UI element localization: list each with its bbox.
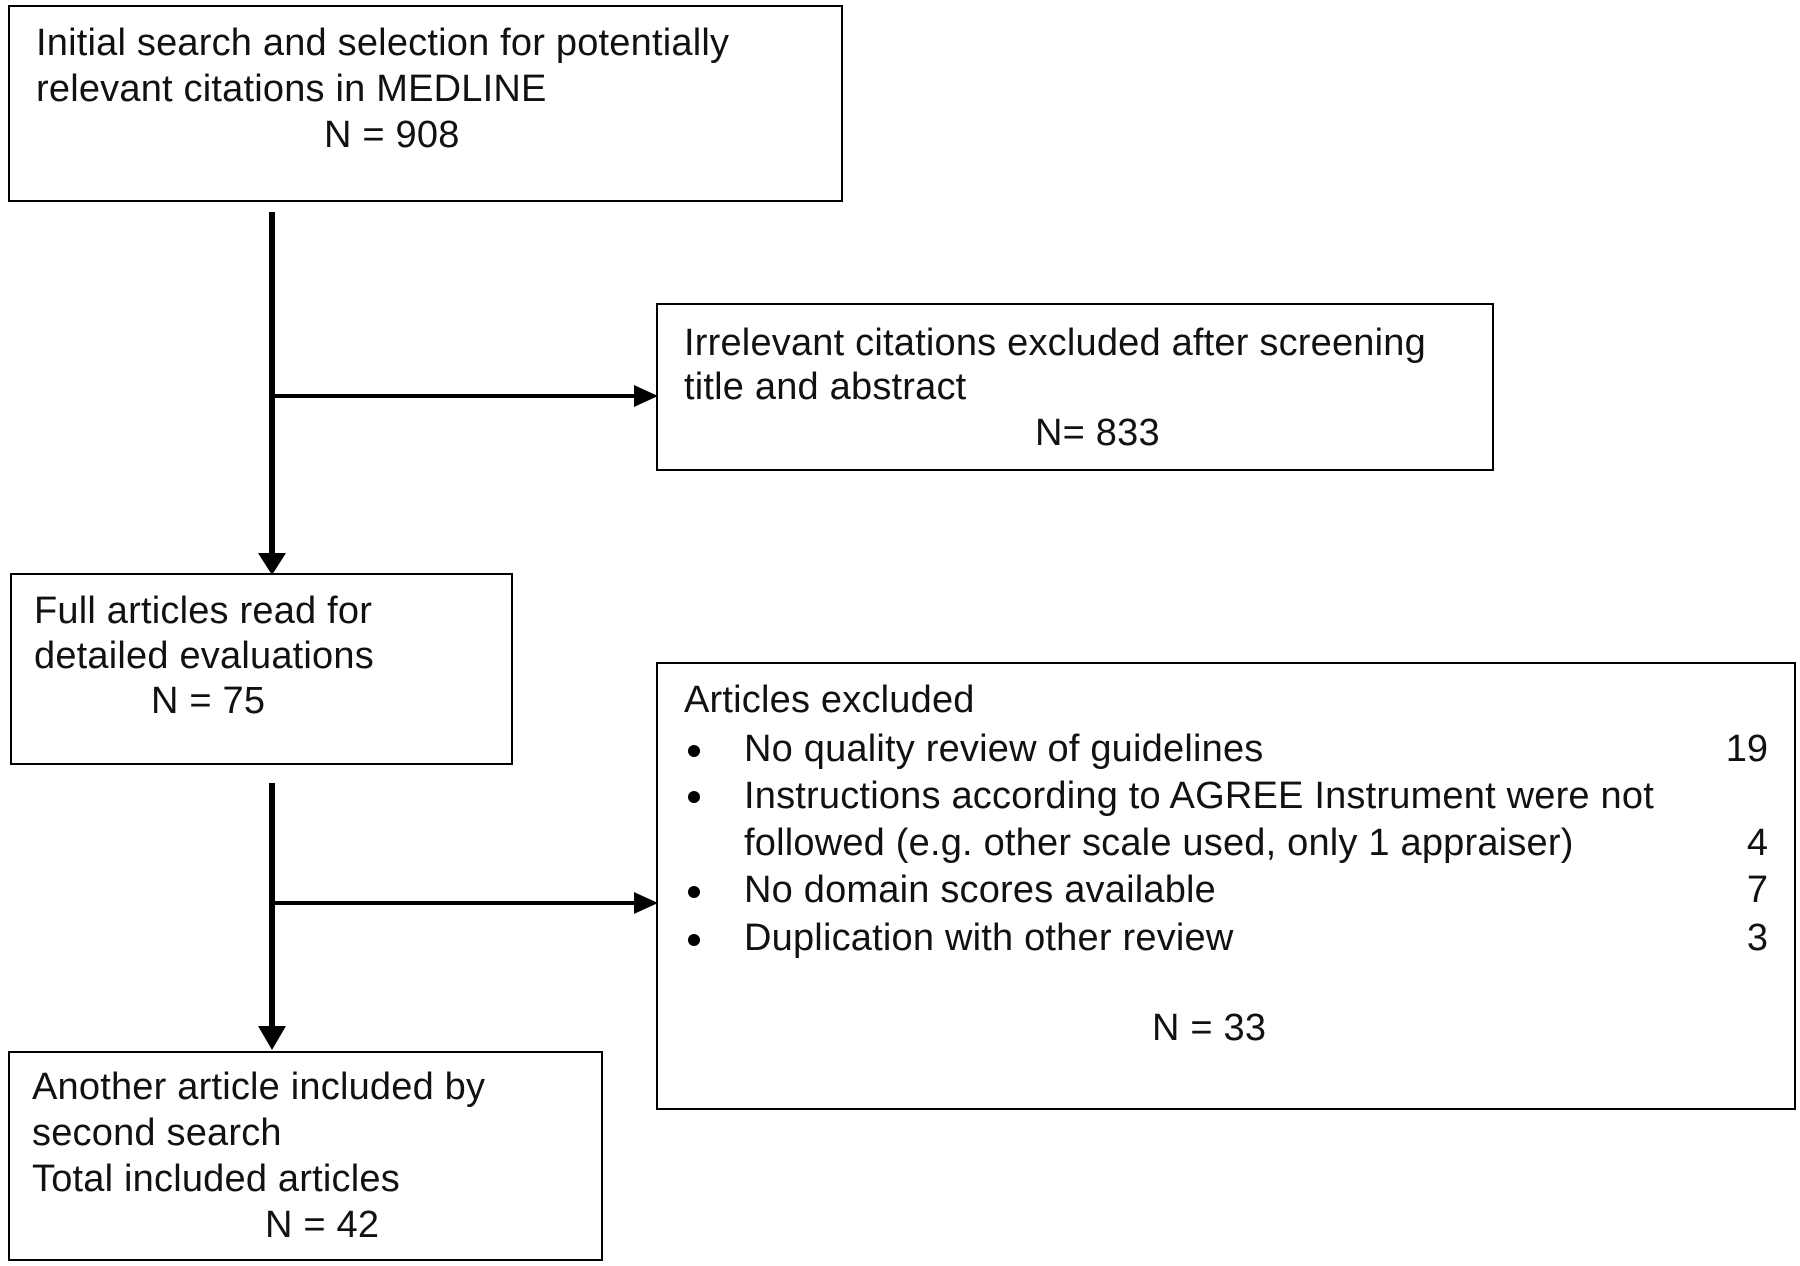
full-articles-count: N = 75 (151, 680, 266, 722)
articles-excluded-box: Articles excluded No quality review of g… (656, 662, 1796, 1110)
total-count: N = 42 (265, 1204, 380, 1246)
irrelevant-excluded-box: Irrelevant citations excluded after scre… (656, 303, 1494, 471)
excluded-reason-1: No quality review of guidelines (744, 728, 1264, 770)
articles-excluded-count: N = 33 (1152, 1007, 1267, 1049)
bullet-icon (688, 745, 700, 757)
bullet-icon (688, 934, 700, 946)
bullet-icon (688, 791, 700, 803)
full-articles-line-2: detailed evaluations (34, 635, 374, 677)
articles-excluded-title: Articles excluded (684, 679, 975, 721)
arrowhead-excluded (634, 892, 658, 914)
arrowhead-total (258, 1026, 286, 1050)
total-line-3: Total included articles (32, 1158, 400, 1200)
initial-search-box: Initial search and selection for potenti… (8, 5, 843, 202)
excluded-reason-4: Duplication with other review (744, 917, 1234, 959)
excluded-count-4: 3 (1746, 917, 1768, 959)
arrowhead-irrelevant (634, 385, 658, 407)
excluded-reason-2-line-1: Instructions according to AGREE Instrume… (744, 775, 1654, 817)
bullet-icon (688, 886, 700, 898)
full-articles-line-1: Full articles read for (34, 590, 373, 632)
excluded-reason-3: No domain scores available (744, 869, 1216, 911)
initial-search-count: N = 908 (324, 114, 460, 156)
excluded-count-3: 7 (1746, 869, 1768, 911)
initial-search-line-2: relevant citations in MEDLINE (36, 68, 547, 110)
initial-search-line-1: Initial search and selection for potenti… (36, 22, 730, 64)
irrelevant-line-1: Irrelevant citations excluded after scre… (684, 322, 1426, 364)
irrelevant-line-2: title and abstract (684, 366, 967, 408)
irrelevant-count: N= 833 (1035, 412, 1160, 454)
total-included-box: Another article included by second searc… (8, 1051, 603, 1261)
excluded-reason-2-line-2: followed (e.g. other scale used, only 1 … (744, 822, 1574, 864)
total-line-1: Another article included by (32, 1066, 486, 1108)
arrowhead-full (258, 553, 286, 575)
total-line-2: second search (32, 1112, 282, 1154)
excluded-count-1: 19 (1725, 728, 1768, 770)
excluded-count-2: 4 (1746, 822, 1768, 864)
full-articles-box: Full articles read for detailed evaluati… (10, 573, 513, 765)
